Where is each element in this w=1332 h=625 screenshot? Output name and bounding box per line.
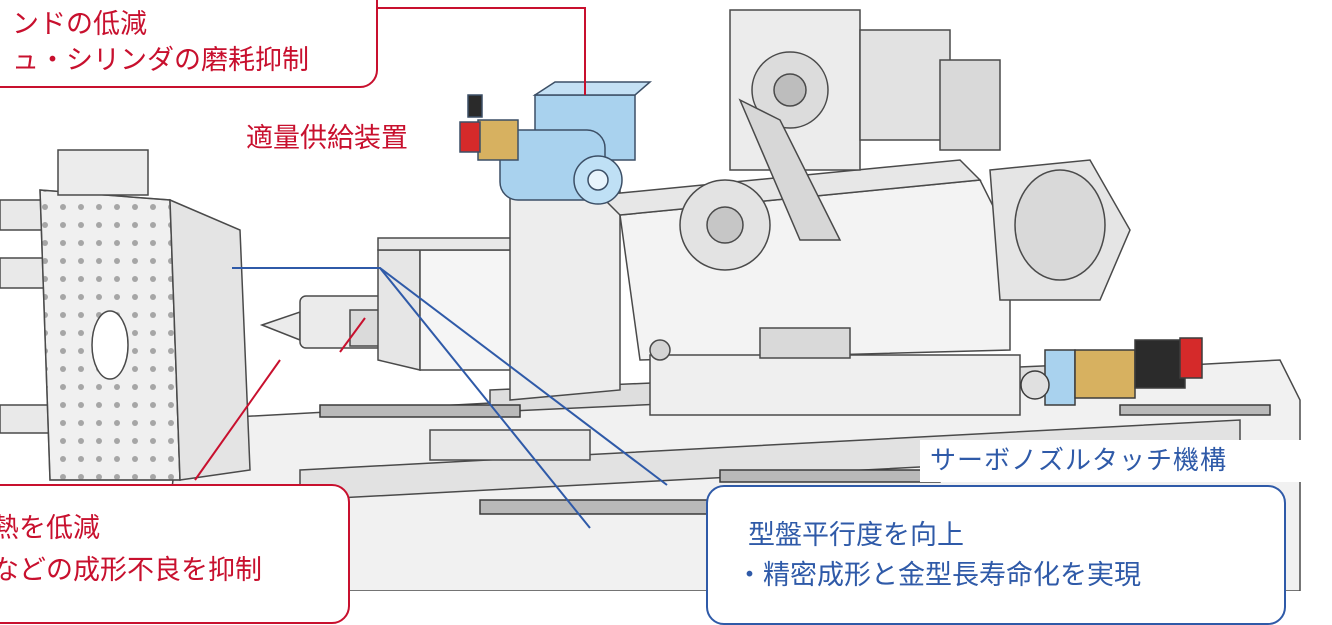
platen-parallelism-line-2: ・精密成形と金型長寿命化を実現	[736, 560, 1141, 591]
servo-nozzle-touch-label: サーボノズルタッチ機構	[920, 440, 1304, 482]
heat-reduction-callout: 熱を低減 などの成形不良を抑制	[0, 484, 350, 624]
toggle-drive-mechanism	[679, 9, 1131, 301]
feeder-label: 適量供給装置	[240, 116, 414, 155]
injection-molding-machine-illustration	[0, 7, 1301, 591]
heat-reduction-line-2: などの成形不良を抑制	[0, 555, 262, 586]
servo-motor	[1020, 337, 1203, 406]
metering-feeder-unit	[459, 81, 653, 205]
wear-reduction-line-2: ュ・シリンダの磨耗抑制	[12, 45, 309, 76]
mold-platen	[39, 149, 251, 481]
wear-reduction-line-1: ンドの低減	[12, 9, 147, 40]
heat-reduction-line-1: 熱を低減	[0, 513, 100, 544]
platen-parallelism-callout: 型盤平行度を向上 ・精密成形と金型長寿命化を実現	[706, 485, 1286, 625]
guide-rails	[319, 404, 1271, 515]
leader-lines	[194, 7, 668, 529]
platen-parallelism-line-1: 型盤平行度を向上	[748, 520, 964, 551]
wear-reduction-callout: ンドの低減 ュ・シリンダの磨耗抑制	[0, 0, 378, 88]
